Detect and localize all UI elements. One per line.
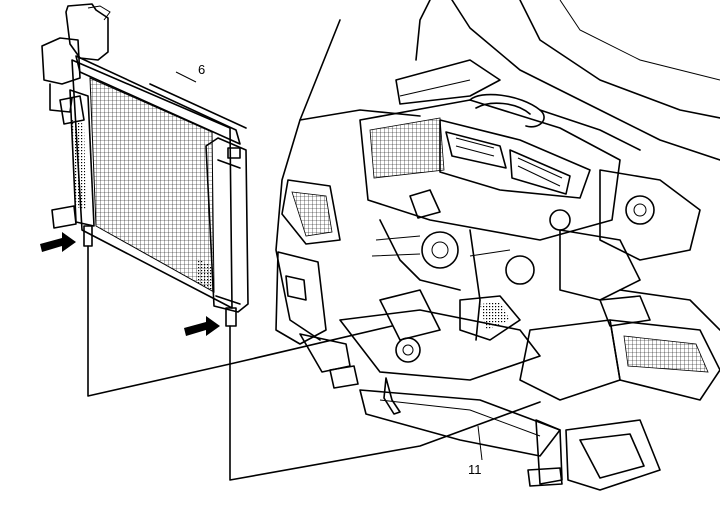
install-arrow-left: [40, 232, 76, 252]
install-arrow-right: [184, 316, 220, 336]
coolant-reservoir: [65, 3, 109, 61]
vehicle-front-end: [275, 0, 720, 491]
callout-bumper-support: 11: [468, 462, 482, 477]
callout-radiator: 6: [198, 62, 205, 77]
engine: [359, 99, 621, 241]
radiator-side-tank: [205, 137, 249, 313]
lower-crossmember: [359, 389, 561, 457]
headlamp-left: [281, 179, 341, 245]
radiator-assembly: [41, 3, 249, 327]
leader-lines: [87, 71, 541, 481]
